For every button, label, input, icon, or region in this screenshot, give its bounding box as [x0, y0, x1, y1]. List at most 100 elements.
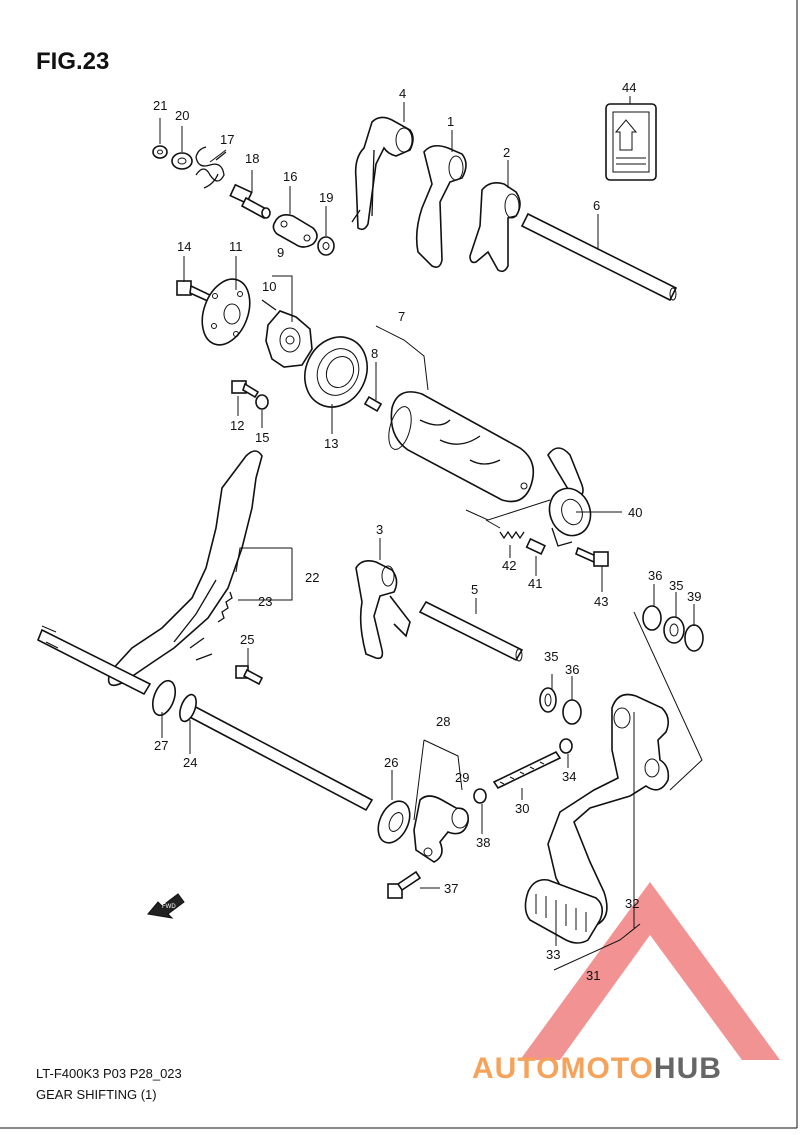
- part-10-pin: [261, 299, 277, 311]
- callout-36: 36: [565, 662, 579, 677]
- callout-33: 33: [546, 947, 560, 962]
- part-43-bolt: [575, 546, 609, 567]
- callout-42: 42: [502, 558, 516, 573]
- part-11-plate: [201, 278, 251, 346]
- part-37-bolt: [387, 870, 422, 899]
- callout-17: 17: [220, 132, 234, 147]
- callout-9: 9: [277, 245, 284, 260]
- callout-44: 44: [622, 80, 636, 95]
- callout-26: 26: [384, 755, 398, 770]
- part-36-washer: [562, 699, 582, 725]
- callout-39: 39: [687, 589, 701, 604]
- part-42-spring: [499, 530, 525, 540]
- callout-31: 31: [586, 968, 600, 983]
- callout-30: 30: [515, 801, 529, 816]
- callout-10: 10: [262, 279, 276, 294]
- part-14-bolt: [176, 280, 213, 304]
- part-40-guide: [547, 447, 592, 547]
- part-5-shaft: [418, 600, 524, 662]
- callout-21: 21: [153, 98, 167, 113]
- part-34-nut: [559, 738, 573, 754]
- diagram-caption: GEAR SHIFTING (1): [36, 1087, 157, 1102]
- callout-4: 4: [399, 86, 406, 101]
- part-19-washer: [317, 236, 335, 256]
- part-18-bolt: [229, 183, 271, 220]
- callout-16: 16: [283, 169, 297, 184]
- part-4-fork: [351, 116, 414, 231]
- callout-labels: 21 20 17 18 16 19 4 1 2 44 6 14 11 9 10 …: [153, 80, 701, 983]
- part-22-shift-arm: [107, 450, 263, 687]
- part-36-washer-2: [642, 605, 662, 631]
- callout-19: 19: [319, 190, 333, 205]
- callout-7: 7: [398, 309, 405, 324]
- part-39-circlip: [684, 624, 704, 652]
- callout-35b: 35: [669, 578, 683, 593]
- watermark-logo: [520, 882, 780, 1060]
- callout-23: 23: [258, 594, 272, 609]
- callout-41: 41: [528, 576, 542, 591]
- callout-43: 43: [594, 594, 608, 609]
- callout-25: 25: [240, 632, 254, 647]
- watermark-text: AUTOMOTOHUB: [472, 1052, 722, 1086]
- part-6-shaft: [520, 212, 678, 302]
- callout-18: 18: [245, 151, 259, 166]
- part-27-oil-seal: [151, 679, 177, 717]
- callout-32: 32: [625, 896, 639, 911]
- callout-2: 2: [503, 145, 510, 160]
- callout-28: 28: [436, 714, 450, 729]
- part-30-rod: [492, 750, 562, 790]
- part-3-fork: [355, 560, 411, 660]
- part-12-bolt: [231, 380, 260, 399]
- watermark-part2: HUB: [653, 1052, 722, 1085]
- part-2-fork: [469, 182, 521, 273]
- diagram-code: LT-F400K3 P03 P28_023: [36, 1066, 182, 1081]
- watermark-part1: AUTOMOTO: [472, 1052, 654, 1085]
- part-15-washer: [255, 394, 269, 410]
- callout-1: 1: [447, 114, 454, 129]
- callout-14: 14: [177, 239, 191, 254]
- callout-8: 8: [371, 346, 378, 361]
- part-28-lever: [413, 795, 470, 863]
- part-32-pedal: [547, 693, 670, 925]
- callout-29: 29: [455, 770, 469, 785]
- callout-34: 34: [562, 769, 576, 784]
- figure-title: FIG.23: [36, 48, 110, 75]
- part-24-washer: [179, 693, 197, 723]
- callout-12: 12: [230, 418, 244, 433]
- part-38-nut: [473, 788, 487, 804]
- callout-15: 15: [255, 430, 269, 445]
- part-13-bearing: [304, 336, 368, 408]
- part-16-plate: [272, 214, 318, 248]
- callout-38: 38: [476, 835, 490, 850]
- callout-20: 20: [175, 108, 189, 123]
- callout-36b: 36: [648, 568, 662, 583]
- part-33-pedal-pad: [524, 878, 604, 944]
- part-21-washer: [152, 145, 168, 159]
- part-7-shift-drum: [388, 391, 535, 503]
- reference-lines: [235, 275, 703, 971]
- part-26-oil-seal: [377, 800, 411, 844]
- callout-5: 5: [471, 582, 478, 597]
- callout-27: 27: [154, 738, 168, 753]
- callout-40: 40: [628, 505, 642, 520]
- part-35-washer-2: [663, 616, 685, 644]
- part-20-washer: [171, 152, 193, 170]
- part-9-cam: [265, 310, 313, 368]
- callout-11: 11: [229, 239, 243, 254]
- part-41-pin: [525, 537, 547, 555]
- part-35-washer: [539, 687, 557, 713]
- part-8-pin: [363, 395, 383, 413]
- fwd-text: FWD: [162, 904, 176, 910]
- part-44-label: [605, 103, 657, 181]
- callout-3: 3: [376, 522, 383, 537]
- leader-lines: [159, 96, 695, 946]
- part-23-spring: [217, 591, 233, 623]
- callout-6: 6: [593, 198, 600, 213]
- callout-22: 22: [305, 570, 319, 585]
- part-1-fork: [415, 144, 467, 268]
- callout-35: 35: [544, 649, 558, 664]
- callout-13: 13: [324, 436, 338, 451]
- gearshift-shaft: [36, 625, 374, 812]
- fwd-arrow-icon: FWD: [147, 893, 185, 919]
